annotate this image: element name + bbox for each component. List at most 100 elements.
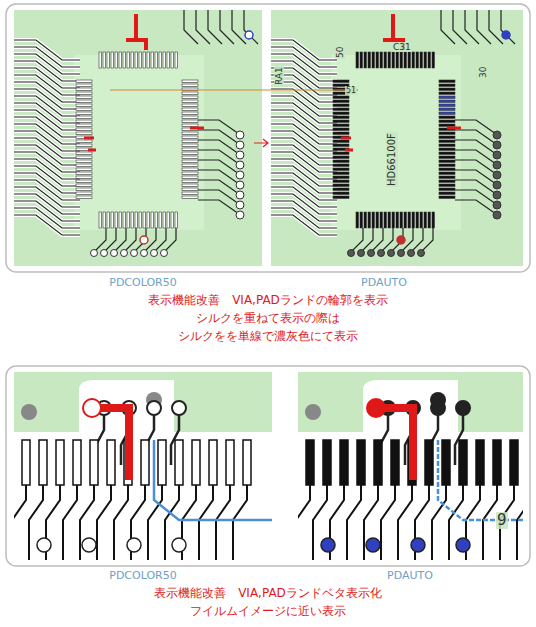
pcb-stroke <box>236 161 244 169</box>
pcb-stroke <box>439 80 455 82</box>
pcb-stroke <box>432 212 434 228</box>
pcb-stroke <box>493 191 501 199</box>
pcb-stroke <box>154 440 272 520</box>
pcb-stroke <box>305 404 321 420</box>
pcb-stroke <box>376 52 378 68</box>
pcb-stroke <box>340 440 348 485</box>
pcb-stroke <box>323 440 331 485</box>
pcb-stroke <box>380 52 382 68</box>
pcb-stroke <box>76 180 92 182</box>
pcb-stroke <box>14 215 80 235</box>
pcb-stroke <box>306 440 314 485</box>
pcb-stroke <box>411 538 425 552</box>
pcb-stroke <box>182 192 198 194</box>
pcb-stroke <box>198 140 239 154</box>
pcb-stroke <box>123 52 125 68</box>
pcb-stroke <box>236 171 244 179</box>
pcb-stroke <box>236 151 244 159</box>
pcb-stroke <box>182 80 198 82</box>
pcb-stroke <box>182 108 198 110</box>
pcb-stroke <box>372 212 374 228</box>
pcb-stroke <box>182 116 198 118</box>
pcb-stroke <box>127 52 129 68</box>
pcb-stroke <box>140 236 148 244</box>
pcb-stroke <box>439 100 455 102</box>
pcb-stroke <box>420 52 422 68</box>
pcb-stroke <box>14 485 26 560</box>
pcb-stroke <box>114 485 128 560</box>
pcb-stroke <box>139 52 141 68</box>
pcb-stroke <box>439 196 455 198</box>
pcb-stroke <box>76 132 92 134</box>
pcb-stroke <box>439 108 455 110</box>
pcb-stroke <box>182 136 198 138</box>
pcb-stroke <box>171 212 173 228</box>
pcb-stroke <box>131 52 133 68</box>
pcb-stroke <box>182 84 198 86</box>
pcb-stroke <box>333 156 349 158</box>
pcb-stroke <box>236 181 244 189</box>
pcb-stroke <box>175 212 177 228</box>
pcb-stroke <box>119 212 121 228</box>
pcb-stroke <box>398 250 405 257</box>
pcb-stroke <box>141 440 149 485</box>
tool-caption: PDCOLOR50 <box>109 277 176 290</box>
pcb-stroke <box>147 52 149 68</box>
pcb-stroke <box>182 184 198 186</box>
pcb-stroke <box>493 141 501 149</box>
pcb-stroke <box>439 120 455 122</box>
pcb-stroke <box>439 96 455 98</box>
pcb-stroke <box>111 212 113 228</box>
pcb-stroke <box>493 131 501 139</box>
pcb-stroke <box>182 144 198 146</box>
pcb-stroke <box>182 196 198 198</box>
pcb-stroke <box>376 212 378 228</box>
pcb-stroke <box>163 212 165 228</box>
pcb-stroke <box>244 10 258 44</box>
pcb-stroke <box>182 92 198 94</box>
pcb-stroke <box>333 144 349 146</box>
pcb-stroke <box>333 132 349 134</box>
pcb-stroke <box>360 52 362 68</box>
pcb-stroke <box>439 144 455 146</box>
pcb-stroke <box>372 52 374 68</box>
pcb-stroke <box>198 200 239 214</box>
pcb-stroke <box>76 144 92 146</box>
pcb-stroke <box>76 92 92 94</box>
pcb-stroke <box>124 228 136 252</box>
pcb-stroke <box>56 440 64 485</box>
pcb-stroke <box>384 212 386 228</box>
pcb-stroke <box>182 180 198 182</box>
pcb-stroke <box>439 92 455 94</box>
pcb-stroke <box>111 52 113 68</box>
pcb-stroke <box>404 212 406 228</box>
pcb-stroke <box>384 52 386 68</box>
pcb-stroke <box>356 212 358 228</box>
pcb-stroke <box>455 200 496 214</box>
pcb-stroke <box>99 212 101 228</box>
pcb-stroke <box>198 170 239 184</box>
pcb-stroke <box>374 440 382 485</box>
pcb-stroke <box>439 88 455 90</box>
pcb-stroke <box>76 84 92 86</box>
pcb-stroke <box>360 212 362 228</box>
pcb-stroke <box>198 180 239 194</box>
pcb-stroke <box>76 188 92 190</box>
pcb-stroke <box>182 120 198 122</box>
pcb-stroke <box>73 440 81 485</box>
pcb-stroke <box>216 485 230 560</box>
pcb-stroke <box>439 172 455 174</box>
pcb-stroke <box>333 172 349 174</box>
pcb-stroke <box>400 52 402 68</box>
pcb-stroke <box>381 485 395 560</box>
pcb-stroke <box>404 52 406 68</box>
silk-label: 9 <box>496 512 508 529</box>
pcb-stroke <box>131 250 138 257</box>
pcb-stroke <box>236 211 244 219</box>
pcb-stroke <box>455 190 496 204</box>
pcb-stroke <box>155 52 157 68</box>
pcb-stroke <box>74 55 204 230</box>
pcb-stroke <box>388 212 390 228</box>
pcb-stroke <box>396 212 398 228</box>
pcb-stroke <box>115 52 117 68</box>
